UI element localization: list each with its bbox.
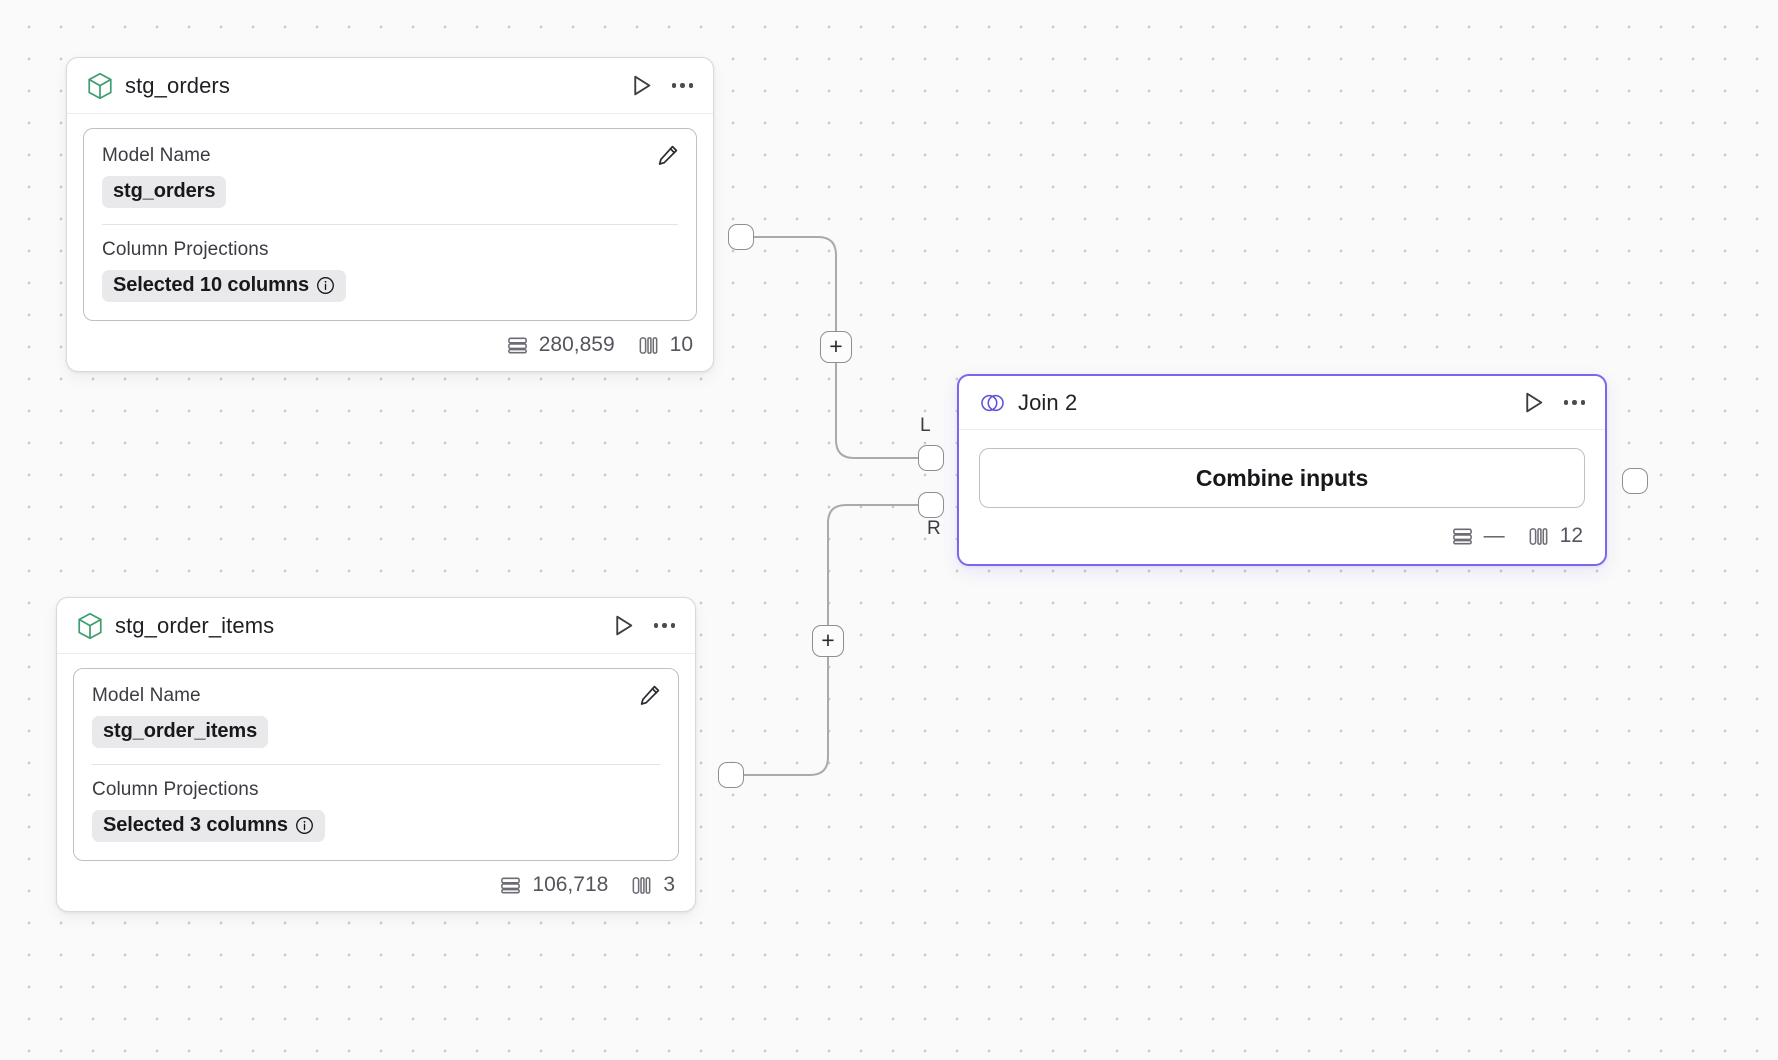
model-name-text: stg_orders	[113, 180, 216, 202]
node-join-2[interactable]: Join 2 Combine inputs	[957, 374, 1607, 566]
venn-icon	[979, 392, 1006, 414]
join-input-label-left: L	[920, 415, 931, 436]
rows-icon	[1451, 525, 1474, 548]
join-input-port-right[interactable]	[918, 492, 944, 518]
info-icon[interactable]	[295, 816, 314, 835]
info-icon[interactable]	[316, 276, 335, 295]
rows-value: 106,718	[532, 873, 609, 896]
model-name-value[interactable]: stg_orders	[102, 176, 227, 208]
columns-icon	[637, 334, 660, 357]
model-config-panel: Model Name stg_order_items Column Projec…	[73, 668, 679, 861]
add-node-on-edge-top[interactable]: +	[820, 331, 852, 363]
column-projections-label: Column Projections	[102, 239, 269, 260]
node-body: Model Name stg_orders Column Projections…	[67, 114, 713, 321]
model-name-label: Model Name	[92, 685, 201, 706]
node-title: stg_orders	[125, 72, 230, 98]
row-count-stat: 106,718	[499, 873, 608, 897]
columns-value: 10	[669, 333, 693, 356]
node-footer: — 12	[959, 508, 1605, 564]
run-icon[interactable]	[629, 73, 654, 98]
join-input-label-right: R	[927, 518, 941, 539]
rows-icon	[506, 334, 529, 357]
more-options-icon[interactable]	[670, 79, 696, 92]
node-footer: 106,718 3	[57, 861, 695, 911]
more-options-icon[interactable]	[1562, 396, 1588, 409]
add-node-on-edge-bottom[interactable]: +	[812, 625, 844, 657]
columns-value: 12	[1559, 524, 1583, 547]
model-config-panel: Model Name stg_orders Column Projections…	[83, 128, 697, 321]
panel-divider	[102, 224, 678, 225]
node-footer: 280,859 10	[67, 321, 713, 371]
cube-icon	[87, 72, 113, 100]
run-icon[interactable]	[611, 613, 636, 638]
model-name-text: stg_order_items	[103, 720, 258, 742]
rows-icon	[499, 874, 522, 897]
pencil-icon[interactable]	[656, 143, 680, 167]
run-icon[interactable]	[1521, 390, 1546, 415]
cube-icon	[77, 612, 103, 640]
panel-divider	[92, 764, 660, 765]
node-header: Join 2	[959, 376, 1605, 430]
node-body: Model Name stg_order_items Column Projec…	[57, 654, 695, 861]
column-count-stat: 12	[1527, 524, 1583, 548]
node-title: Join 2	[1018, 389, 1078, 415]
columns-icon	[1527, 525, 1550, 548]
join-output-port[interactable]	[1622, 468, 1648, 494]
output-port-stg-order-items[interactable]	[718, 762, 744, 788]
node-title: stg_order_items	[115, 612, 275, 638]
column-count-stat: 3	[630, 873, 675, 897]
model-name-value[interactable]: stg_order_items	[92, 716, 269, 748]
model-name-label: Model Name	[102, 145, 211, 166]
node-stg-orders[interactable]: stg_orders	[66, 57, 714, 372]
columns-icon	[630, 874, 653, 897]
column-projections-value[interactable]: Selected 10 columns	[102, 270, 346, 302]
row-count-stat: 280,859	[506, 333, 615, 357]
column-projections-text: Selected 3 columns	[103, 814, 288, 836]
column-projections-value[interactable]: Selected 3 columns	[92, 810, 325, 842]
rows-value: 280,859	[538, 333, 615, 356]
more-options-icon[interactable]	[652, 619, 678, 632]
combine-inputs-button[interactable]: Combine inputs	[979, 448, 1585, 508]
columns-value: 3	[663, 873, 675, 896]
join-input-port-left[interactable]	[918, 445, 944, 471]
column-count-stat: 10	[637, 333, 693, 357]
node-stg-order-items[interactable]: stg_order_items	[56, 597, 696, 912]
node-header: stg_order_items	[57, 598, 695, 654]
column-projections-text: Selected 10 columns	[113, 274, 309, 296]
node-body: Combine inputs	[959, 430, 1605, 508]
column-projections-label: Column Projections	[92, 779, 259, 800]
pencil-icon[interactable]	[638, 683, 662, 707]
node-header: stg_orders	[67, 58, 713, 114]
output-port-stg-orders[interactable]	[728, 224, 754, 250]
rows-value: —	[1483, 524, 1505, 547]
row-count-stat: —	[1451, 524, 1505, 548]
